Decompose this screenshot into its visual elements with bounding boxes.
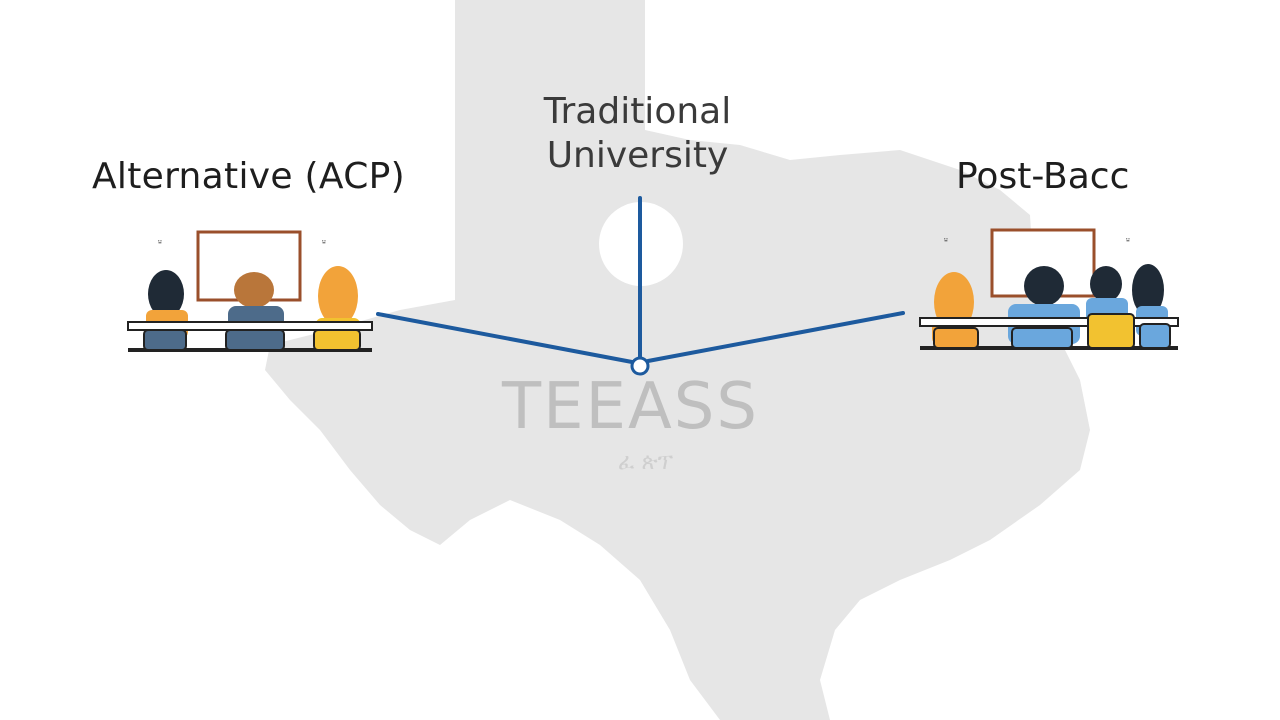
- classroom-illustration-left: ⸚ ⸚: [127, 230, 373, 352]
- chair-icon: [313, 329, 361, 351]
- connector-lines: [376, 196, 905, 364]
- desk-row-icon: [919, 317, 1179, 327]
- chair-icon: [933, 327, 979, 349]
- connector-hub-node: [630, 356, 650, 376]
- texas-map-shape: [265, 0, 1090, 720]
- student-icon: [318, 266, 358, 326]
- chatter-mark-icon: ⸚: [158, 235, 162, 249]
- desk-row-icon: [127, 321, 373, 331]
- connector-left: [376, 312, 634, 364]
- chair-icon: [1139, 323, 1171, 349]
- chair-icon: [143, 329, 187, 351]
- pathway-label-traditional-line2: University: [546, 135, 729, 176]
- pathway-label-post-bacc: Post-Bacc: [956, 156, 1130, 197]
- map-watermark-subtext: ፈ ጵፕ: [618, 450, 674, 475]
- connector-right: [646, 311, 905, 363]
- pathway-label-traditional: Traditional University: [520, 90, 755, 178]
- student-icon: [1132, 264, 1164, 316]
- chair-icon: [225, 329, 285, 351]
- pathway-label-traditional-line1: Traditional: [543, 91, 732, 132]
- student-icon: [1024, 266, 1064, 306]
- chatter-mark-icon: ⸚: [1126, 233, 1130, 247]
- chair-icon: [1011, 327, 1073, 349]
- student-icon: [1090, 266, 1122, 302]
- chatter-mark-icon: ⸚: [944, 233, 948, 247]
- chair-icon: [1087, 313, 1135, 349]
- chatter-mark-icon: ⸚: [322, 235, 326, 249]
- classroom-illustration-right: ⸚ ⸚: [919, 228, 1179, 350]
- pathway-label-alternative: Alternative (ACP): [92, 156, 405, 197]
- map-watermark-text: TEEASS: [502, 370, 759, 444]
- student-icon: [234, 272, 274, 308]
- student-icon: [148, 270, 184, 318]
